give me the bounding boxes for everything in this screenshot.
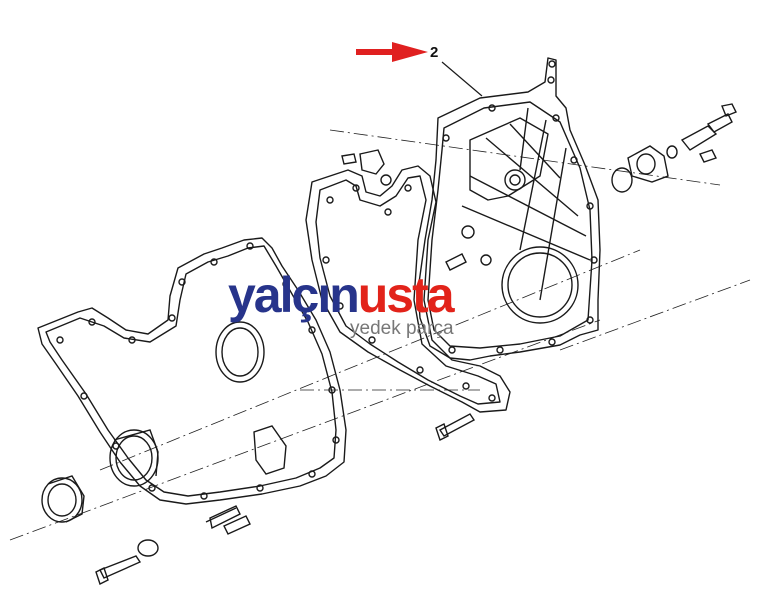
callout-leader [441, 61, 483, 97]
front-cover-openings [109, 321, 287, 487]
red-arrow-icon [356, 42, 428, 62]
logo-part-2: usta [358, 267, 456, 323]
gear-housing [417, 57, 601, 361]
bolts [95, 253, 476, 585]
logo-part-1: yalçın [228, 267, 358, 323]
sensor-small-parts [341, 149, 392, 186]
logo-tagline: yedek parça [350, 318, 454, 339]
front-cover-gasket [37, 237, 347, 505]
drive-shaft-assembly [611, 103, 737, 193]
brand-logo: yalçınusta yedek parça [228, 267, 458, 339]
centerlines [9, 129, 751, 541]
crankshaft-seal [41, 475, 85, 523]
callout-number: 2 [430, 44, 438, 61]
logo-text: yalçınusta [228, 267, 456, 323]
timing-plate-gasket [305, 165, 511, 413]
